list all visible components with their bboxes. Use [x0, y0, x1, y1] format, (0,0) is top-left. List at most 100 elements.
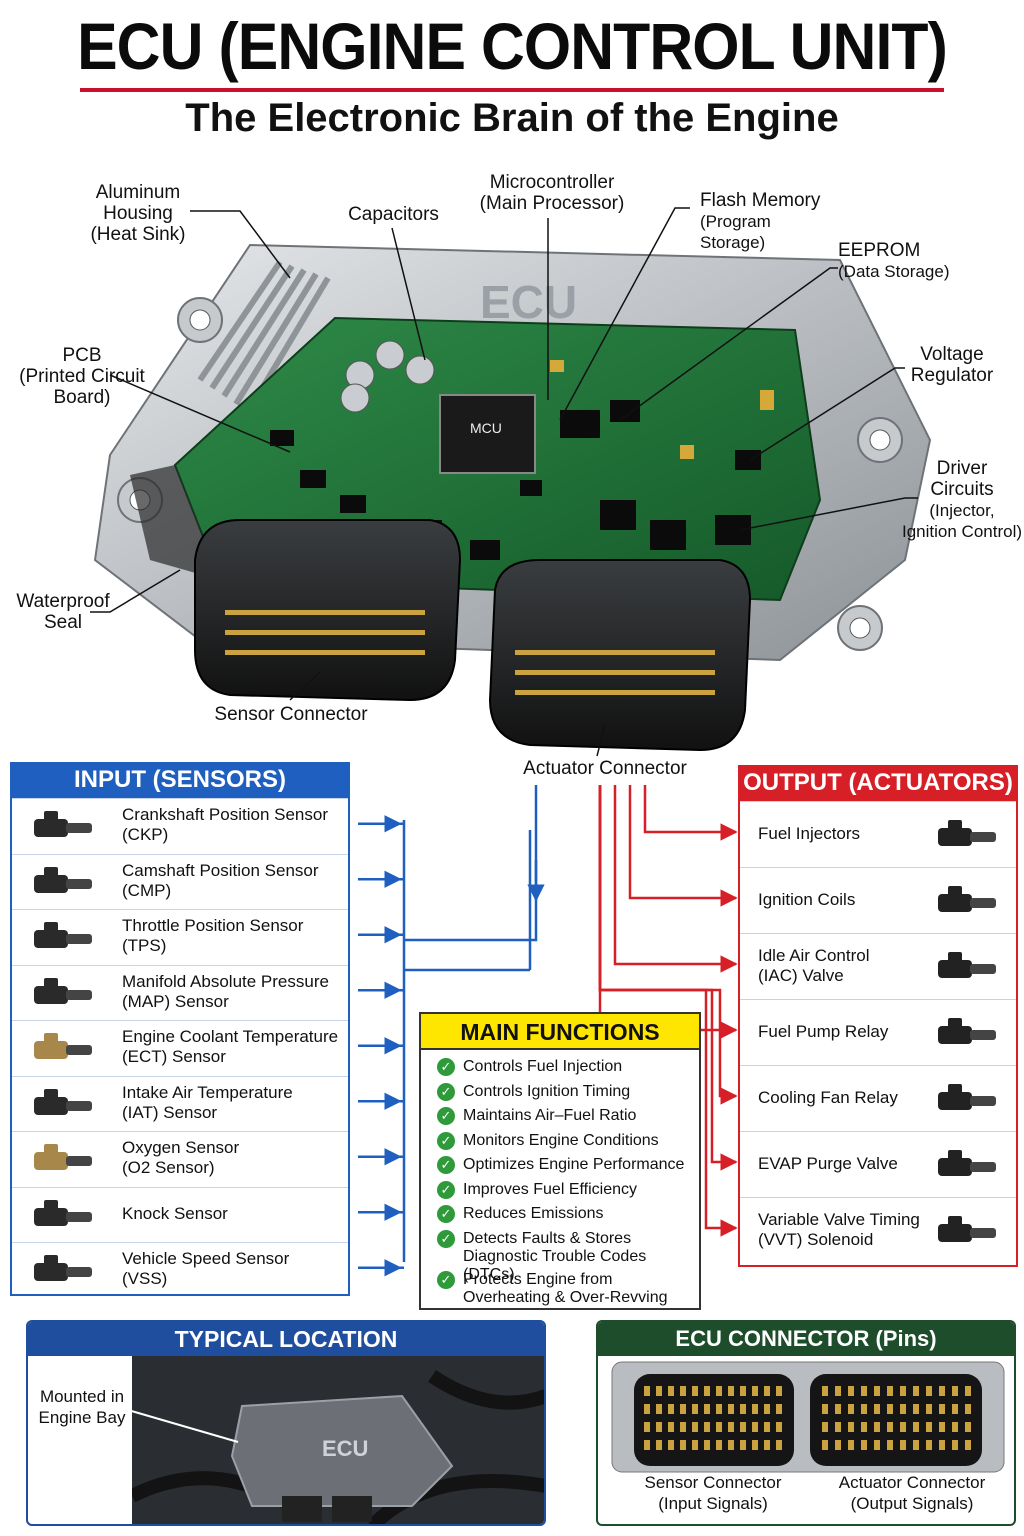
check-icon: ✓ — [437, 1107, 455, 1125]
engine-bay-photo: ECU — [132, 1356, 544, 1524]
connector-pin — [913, 1404, 919, 1414]
check-icon: ✓ — [437, 1082, 455, 1101]
connector-pin — [680, 1422, 686, 1432]
typical-location-title: TYPICAL LOCATION — [28, 1322, 544, 1356]
actuator-icon — [938, 1084, 996, 1110]
callout-text: EEPROM — [838, 240, 921, 261]
actuator-connector-plug — [488, 559, 752, 752]
callout-text: (Input Signals) — [658, 1494, 768, 1513]
ecu-illustration: ECU MCU — [90, 207, 932, 757]
connector-pin — [716, 1386, 722, 1396]
input-sensor-label: Intake Air Temperature(IAT) Sensor — [122, 1083, 293, 1123]
connector-pin — [656, 1440, 662, 1450]
connector-pin — [752, 1422, 758, 1432]
callout-text: Engine Bay — [38, 1408, 126, 1427]
function-line: Monitors Engine Conditions — [463, 1131, 659, 1149]
connector-pin — [644, 1422, 650, 1432]
connector-pin — [668, 1386, 674, 1396]
check-icon: ✓ — [437, 1229, 455, 1248]
callout-text: Microcontroller — [489, 172, 615, 193]
connector-pin — [952, 1422, 958, 1432]
function-text: Maintains Air–Fuel Ratio — [463, 1107, 636, 1125]
function-text: Reduces Emissions — [463, 1205, 604, 1223]
output-actuator-label: EVAP Purge Valve — [758, 1154, 898, 1174]
function-line: Optimizes Engine Performance — [463, 1156, 685, 1173]
actuator-icon — [938, 1150, 996, 1176]
capacitors — [340, 340, 435, 413]
connector-pin — [644, 1386, 650, 1396]
connector-pin — [764, 1386, 770, 1396]
output-actuator-label: Fuel Injectors — [758, 824, 860, 844]
function-item: ✓Improves Fuel Efficiency — [437, 1180, 637, 1199]
function-item: ✓ Maintains Air–Fuel Ratio — [437, 1107, 636, 1125]
connector-pin — [952, 1440, 958, 1450]
callout-text: (Main Processor) — [479, 193, 625, 214]
connector-pin — [752, 1386, 758, 1396]
connector-pin — [728, 1386, 734, 1396]
callout-text: (Program Storage) — [700, 212, 771, 252]
input-sensor-label: Engine Coolant Temperature(ECT) Sensor — [122, 1027, 338, 1067]
output-actuator-row: Cooling Fan Relay — [740, 1065, 1016, 1131]
function-item: ✓Monitors Engine Conditions — [437, 1131, 659, 1150]
function-line: Diagnostic Trouble Codes (DTCs) — [463, 1247, 647, 1283]
connector-pin — [887, 1386, 893, 1396]
function-item: ✓Controls Ignition Timing — [437, 1082, 630, 1101]
output-actuator-label: Cooling Fan Relay — [758, 1088, 898, 1108]
input-sensor-label: Vehicle Speed Sensor(VSS) — [122, 1249, 289, 1289]
actuator-name: EVAP Purge Valve — [758, 1154, 898, 1173]
connector-pin — [692, 1404, 698, 1414]
connector-pin — [887, 1440, 893, 1450]
actuator-icon — [938, 1018, 996, 1044]
connector-pin — [939, 1386, 945, 1396]
connector-pin — [692, 1440, 698, 1450]
input-sensor-label: Oxygen Sensor(O2 Sensor) — [122, 1138, 239, 1178]
typical-location-panel: TYPICAL LOCATION ECU Mounted in Engine B… — [26, 1320, 546, 1526]
function-line: Maintains Air–Fuel Ratio — [463, 1107, 637, 1124]
engine-bay-callout: Mounted in Engine Bay — [32, 1386, 132, 1428]
connector-pin — [887, 1422, 893, 1432]
connector-pin — [874, 1404, 880, 1414]
connector-pin — [835, 1404, 841, 1414]
sensor-connector-label: Sensor Connector (Input Signals) — [628, 1472, 798, 1514]
connector-pin — [704, 1404, 710, 1414]
connector-pin — [848, 1386, 854, 1396]
connector-pin — [740, 1440, 746, 1450]
callout-text: PCB — [62, 345, 102, 366]
sensor-abbrev: (CMP) — [122, 880, 172, 900]
sensor-abbrev: (IAT) Sensor — [122, 1102, 218, 1122]
callout-text: (Injector, — [929, 501, 995, 520]
connector-pin — [900, 1422, 906, 1432]
sensor-icon — [34, 977, 92, 1004]
callout-text: Seal — [43, 612, 83, 633]
actuator-abbrev: (IAC) Valve — [758, 966, 844, 985]
callout-text: Driver — [936, 458, 988, 479]
connector-pin — [848, 1440, 854, 1450]
sensor-icon — [34, 866, 92, 893]
sensor-name: Crankshaft Position Sensor — [122, 805, 328, 824]
connector-pin — [939, 1422, 945, 1432]
connector-pin — [704, 1386, 710, 1396]
connector-pin — [692, 1386, 698, 1396]
sensor-abbrev: (ECT) Sensor — [122, 1047, 226, 1066]
actuator-name: Ignition Coils — [758, 890, 856, 909]
connector-pin — [835, 1386, 841, 1396]
sensor-name: Camshaft Position Sensor — [122, 860, 319, 880]
connector-pin — [656, 1422, 662, 1432]
connector-pin — [728, 1422, 734, 1432]
connector-pin — [965, 1386, 971, 1396]
function-line: Overheating & Over-Revving — [463, 1288, 668, 1306]
output-actuator-row: Idle Air Control(IAC) Valve — [740, 933, 1016, 999]
input-sensor-row: Crankshaft Position Sensor(CKP) — [12, 798, 348, 854]
connector-pin — [874, 1422, 880, 1432]
connector-pin — [716, 1440, 722, 1450]
connector-pin — [887, 1404, 893, 1414]
output-actuator-row: Fuel Pump Relay — [740, 999, 1016, 1065]
callout-microcontroller: Microcontroller (Main Processor) — [472, 172, 632, 214]
output-signal-line — [598, 785, 738, 1237]
connector-pin — [926, 1422, 932, 1432]
callout-text: Sensor Connector — [644, 1473, 782, 1492]
engine-bay-ecu-label: ECU — [322, 1436, 368, 1461]
